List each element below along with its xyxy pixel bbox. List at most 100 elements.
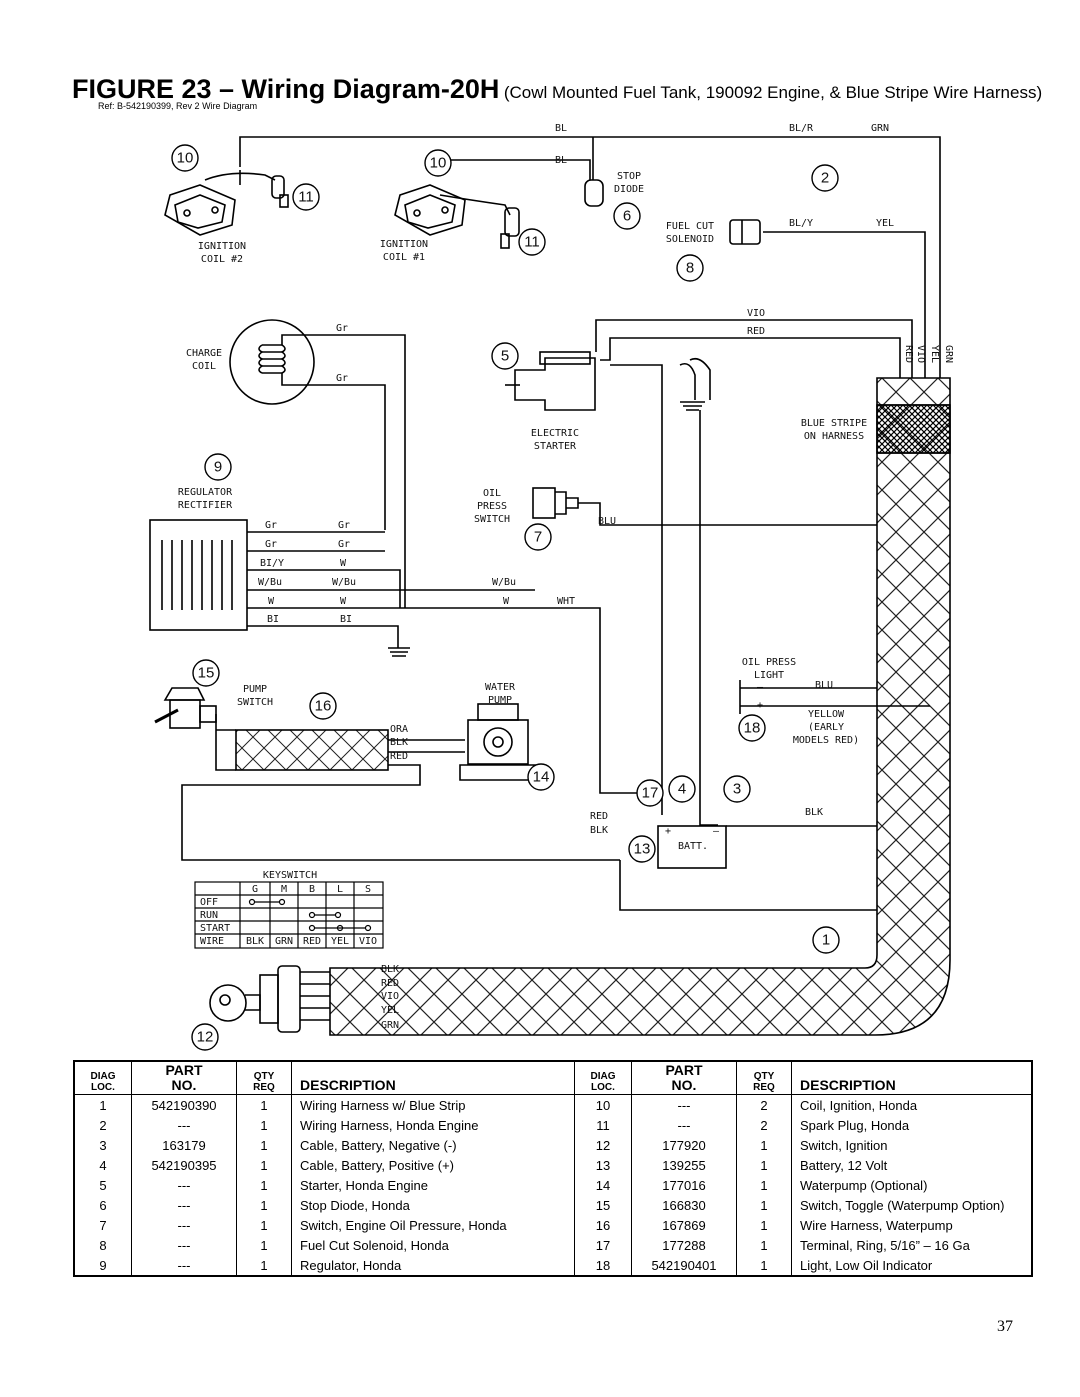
cell-diag-loc: 7	[74, 1215, 132, 1235]
callout-6	[613, 202, 641, 230]
ks-wire-grn: GRN	[275, 936, 293, 947]
cell-part-no: 542190401	[631, 1255, 737, 1276]
wire-neg-blk: BLK	[805, 807, 823, 818]
cell-part-no: ---	[131, 1255, 237, 1276]
cell-qty: 1	[736, 1155, 792, 1175]
wire-blu-light: BLU	[815, 680, 833, 691]
cell-description: Cable, Battery, Positive (+)	[291, 1155, 575, 1175]
col-desc-right: DESCRIPTION	[791, 1061, 1032, 1095]
callout-5	[491, 342, 519, 370]
callout-10a	[171, 144, 199, 172]
figure-title: FIGURE 23 – Wiring Diagram-20H (Cowl Mou…	[72, 74, 1062, 105]
fuel-cut-solenoid	[729, 219, 761, 245]
cell-qty: 1	[236, 1135, 292, 1155]
charge-coil	[229, 319, 406, 608]
keyswitch-table	[194, 881, 384, 949]
cell-description: Wire Harness, Waterpump	[800, 1217, 953, 1233]
callout-4	[668, 775, 696, 803]
wire-reg-w-bu-2: W/Bu	[332, 577, 356, 588]
label-oil-switch-1: OIL	[483, 488, 501, 499]
pump-switch	[154, 687, 217, 729]
ks-row-wire: WIRE	[200, 936, 224, 947]
ks-wire-blk: BLK	[246, 936, 264, 947]
label-pump-switch-1: PUMP	[243, 684, 267, 695]
ks-col-b: B	[309, 884, 315, 895]
cell-description: Spark Plug, Honda	[800, 1117, 910, 1133]
cell-description: Coil, Ignition, Honda	[800, 1097, 918, 1113]
cell-diag-loc: 14	[574, 1175, 632, 1195]
wire-reg-gr-2: Gr	[338, 520, 350, 531]
label-coil1-line2: COIL #1	[383, 252, 425, 263]
label-coil1-line1: IGNITION	[380, 239, 428, 250]
label-charge-coil-1: CHARGE	[186, 348, 222, 359]
key-and-plug	[209, 965, 330, 1033]
callout-10b-text: 10	[430, 155, 447, 172]
page-number: 37	[997, 1318, 1013, 1335]
label-oil-light-1: OIL PRESS	[742, 657, 796, 668]
label-starter-2: STARTER	[534, 441, 577, 452]
cell-part-no: 542190390	[131, 1094, 237, 1115]
pump-harness	[235, 729, 389, 771]
cell-qty: 1	[236, 1175, 292, 1195]
cell-diag-loc: 6	[74, 1195, 132, 1215]
wire-reg-gr-4: Gr	[338, 539, 350, 550]
callout-15-text: 15	[198, 665, 215, 682]
oil-press-switch	[532, 487, 877, 526]
wire-gr-1: Gr	[336, 323, 348, 334]
label-pump-switch-2: SWITCH	[237, 697, 273, 708]
wire-batt-red: RED	[590, 811, 608, 822]
harness-label-yel: YEL	[929, 345, 940, 363]
callout-9	[204, 453, 232, 481]
oil-press-light	[739, 680, 930, 714]
label-oil-switch-2: PRESS	[477, 501, 507, 512]
cell-diag-loc: 18	[574, 1255, 632, 1276]
cell-qty: 2	[736, 1115, 792, 1135]
wire-bl-top: BL	[555, 123, 567, 134]
label-fuel-cut-1: FUEL CUT	[666, 221, 714, 232]
blue-stripe-section	[876, 404, 951, 454]
ks-wire-yel: YEL	[331, 936, 349, 947]
wire-grn-top: GRN	[871, 123, 889, 134]
cell-diag-loc: 9	[74, 1255, 132, 1276]
callout-1-text: 1	[822, 932, 830, 949]
label-water-pump-2: PUMP	[488, 695, 512, 706]
cell-diag-loc: 13	[574, 1155, 632, 1175]
reference-note: Ref: B-542190399, Rev 2 Wire Diagram	[98, 101, 258, 111]
cell-part-no: ---	[131, 1115, 237, 1135]
cell-qty: 1	[236, 1195, 292, 1215]
svg-text:–: –	[757, 682, 764, 693]
label-water-pump-1: WATER	[485, 682, 516, 693]
cell-part-no: 177920	[631, 1135, 737, 1155]
cell-description: Stop Diode, Honda	[291, 1195, 575, 1215]
cell-part-no: 542190395	[131, 1155, 237, 1175]
ks-row-off: OFF	[200, 897, 218, 908]
label-stop-diode-2: DIODE	[614, 184, 644, 195]
ks-col-g: G	[252, 884, 258, 895]
wire-red: RED	[747, 326, 765, 337]
plug-label-yel: YEL	[381, 1005, 399, 1016]
label-starter-1: ELECTRIC	[531, 428, 579, 439]
callout-6-text: 6	[623, 208, 631, 225]
callout-11b	[518, 228, 546, 256]
cell-part-no: ---	[131, 1215, 237, 1235]
plug-label-red: RED	[381, 978, 399, 989]
label-coil2-line2: COIL #2	[201, 254, 243, 265]
svg-text:+: +	[665, 826, 671, 837]
cell-diag-loc: 1	[74, 1094, 132, 1115]
callout-7	[524, 523, 552, 551]
cell-part-no: ---	[631, 1094, 737, 1115]
cell-diag-loc: 2	[74, 1115, 132, 1135]
wire-reg-gr-3: Gr	[265, 539, 277, 550]
label-blue-stripe-2: ON HARNESS	[804, 431, 864, 442]
harness-label-grn: GRN	[943, 345, 954, 363]
cell-part-no: 139255	[631, 1155, 737, 1175]
cell-description: Fuel Cut Solenoid, Honda	[291, 1235, 575, 1255]
